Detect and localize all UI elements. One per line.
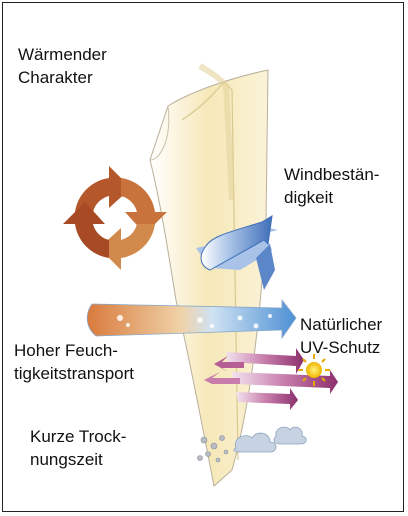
drying-label-line2: nungszeit	[30, 448, 126, 471]
moisture-arrow-icon	[87, 300, 296, 338]
drying-label-line1: Kurze Trock-	[30, 425, 126, 448]
wind-label-line2: digkeit	[284, 186, 379, 209]
uv-label-line2: UV-Schutz	[300, 336, 382, 359]
moisture-label: Hoher Feuch- tigkeitstransport	[14, 339, 134, 385]
moisture-label-line2: tigkeitstransport	[14, 362, 134, 385]
warming-label-line1: Wärmender	[18, 43, 107, 66]
cloud-icon	[234, 427, 306, 452]
drying-label: Kurze Trock- nungszeit	[30, 425, 126, 471]
fiber-shape	[150, 66, 268, 486]
wind-label-line1: Windbestän-	[284, 163, 379, 186]
moisture-label-line1: Hoher Feuch-	[14, 339, 134, 362]
warming-label-line2: Charakter	[18, 66, 107, 89]
recycle-cycle-icon	[63, 166, 167, 270]
wind-label: Windbestän- digkeit	[284, 163, 379, 209]
warming-label: Wärmender Charakter	[18, 43, 107, 89]
uv-label-line1: Natürlicher	[300, 313, 382, 336]
uv-label: Natürlicher UV-Schutz	[300, 313, 382, 359]
